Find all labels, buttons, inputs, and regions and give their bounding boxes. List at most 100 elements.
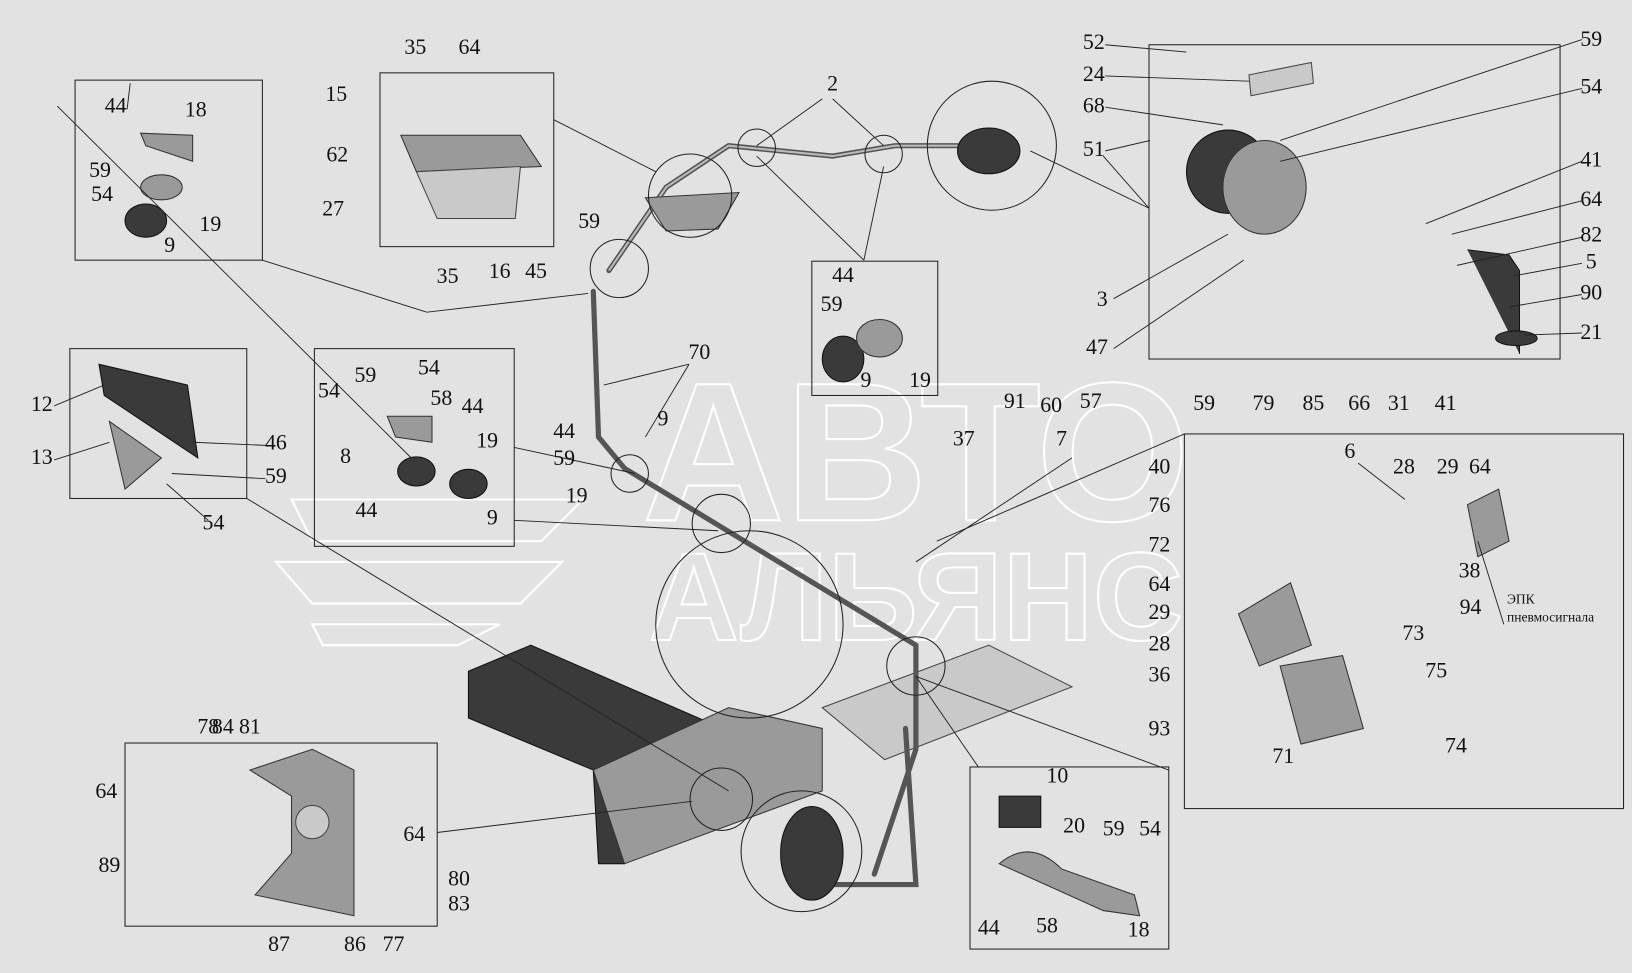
leader-line [1508, 294, 1582, 308]
callout-label: 64 [1580, 187, 1602, 211]
callout-label: 59 [1193, 391, 1215, 415]
callout-label: 41 [1580, 148, 1602, 172]
callout-label: 64 [1148, 572, 1170, 596]
callout-label: 46 [265, 431, 287, 455]
callout-label: 3 [1097, 287, 1108, 311]
callout-label: 20 [1063, 814, 1085, 838]
callout-label: 80 [448, 867, 470, 891]
callout-label: 19 [199, 212, 221, 236]
callout-label: 51 [1083, 137, 1105, 161]
detail-box-valve-mount [379, 72, 555, 248]
callout-label: 36 [1148, 663, 1170, 687]
callout-label: 62 [326, 142, 348, 166]
callout-label: 59 [821, 292, 843, 316]
leader-line [171, 473, 266, 480]
callout-label: 76 [1148, 493, 1170, 517]
note-pneumosignal: пневмосигнала [1507, 609, 1594, 624]
callout-label: 64 [403, 822, 425, 846]
leader-line [262, 259, 427, 313]
callout-label: 59 [1580, 27, 1602, 51]
callout-label: 10 [1047, 764, 1069, 788]
detail-parts [98, 61, 1538, 917]
callout-label: 44 [462, 394, 484, 418]
callout-label: 7 [1056, 426, 1067, 450]
callout-label: 9 [658, 407, 669, 431]
leader-line [426, 292, 589, 313]
callout-label: 81 [239, 715, 261, 739]
grommet [780, 805, 844, 901]
callout-label: 19 [476, 428, 498, 452]
callout-label: 38 [1459, 559, 1481, 583]
detail-boxes [69, 44, 1625, 950]
valve-mount-part [644, 191, 740, 232]
callout-label: 8 [340, 444, 351, 468]
callout-label: 64 [459, 35, 481, 59]
leader-line [57, 105, 412, 459]
callout-label: 35 [437, 264, 459, 288]
callout-label: 54 [91, 182, 113, 206]
callout-label: 59 [354, 363, 376, 387]
leader-line [1524, 332, 1582, 336]
leader-line [1113, 233, 1229, 300]
leader-line [166, 483, 209, 521]
callout-label: 44 [832, 263, 854, 287]
callout-label: 13 [31, 445, 53, 469]
leader-line [936, 433, 1185, 542]
callout-label: 91 [1004, 389, 1026, 413]
leader-line [1456, 236, 1583, 266]
callout-label: 54 [418, 356, 440, 380]
callout-label: 52 [1083, 30, 1105, 54]
leader-line [514, 519, 719, 532]
detail-box-valve [1183, 433, 1625, 810]
callout-label: 71 [1272, 744, 1294, 768]
callout-label: 58 [1036, 913, 1058, 937]
leader-line [1357, 462, 1406, 500]
callout-label: 54 [318, 379, 340, 403]
callout-label: 27 [322, 196, 344, 220]
callout-label: 12 [31, 392, 53, 416]
callout-label: 54 [1580, 75, 1602, 99]
leader-line [192, 441, 266, 446]
callout-label: 29 [1437, 454, 1459, 478]
callout-label: 85 [1303, 391, 1325, 415]
step-plate [821, 644, 1074, 761]
note-epk: ЭПК [1507, 592, 1536, 607]
detail-box-crane [1148, 44, 1561, 360]
leader-line [1105, 44, 1187, 53]
callout-label: 44 [356, 498, 378, 522]
callout-label: 54 [1139, 817, 1161, 841]
leader-line [1477, 540, 1505, 625]
callout-label: 89 [98, 853, 120, 877]
callout-label: 64 [95, 779, 117, 803]
callout-label: 41 [1435, 391, 1457, 415]
frame-rail [592, 707, 823, 865]
callout-label: 44 [978, 915, 1000, 939]
callout-label: 60 [1040, 393, 1062, 417]
callout-label: 9 [487, 505, 498, 529]
leader-line [246, 498, 729, 792]
callout-label: 24 [1083, 62, 1105, 86]
leader-line [1102, 155, 1150, 209]
crane-body [957, 127, 1021, 175]
leader-line [54, 441, 110, 461]
callout-label: 75 [1425, 658, 1447, 682]
callout-label: 21 [1580, 320, 1602, 344]
callout-label: 58 [430, 386, 452, 410]
callout-label: 66 [1348, 391, 1370, 415]
callout-label: 78 [197, 715, 219, 739]
callout-label: 64 [1469, 454, 1491, 478]
callout-label: 29 [1148, 600, 1170, 624]
leader-line [1030, 150, 1150, 209]
watermark-emblem [273, 498, 586, 647]
leader-line [915, 676, 979, 768]
leader-line [1279, 39, 1583, 141]
callout-label: 93 [1148, 717, 1170, 741]
callout-label: 77 [383, 932, 405, 956]
leader-line [126, 83, 131, 110]
leader-line [915, 457, 1073, 563]
leader-line [1113, 259, 1244, 350]
callout-label: 79 [1253, 391, 1275, 415]
callout-label: 87 [268, 932, 290, 956]
callout-label: 59 [553, 446, 575, 470]
